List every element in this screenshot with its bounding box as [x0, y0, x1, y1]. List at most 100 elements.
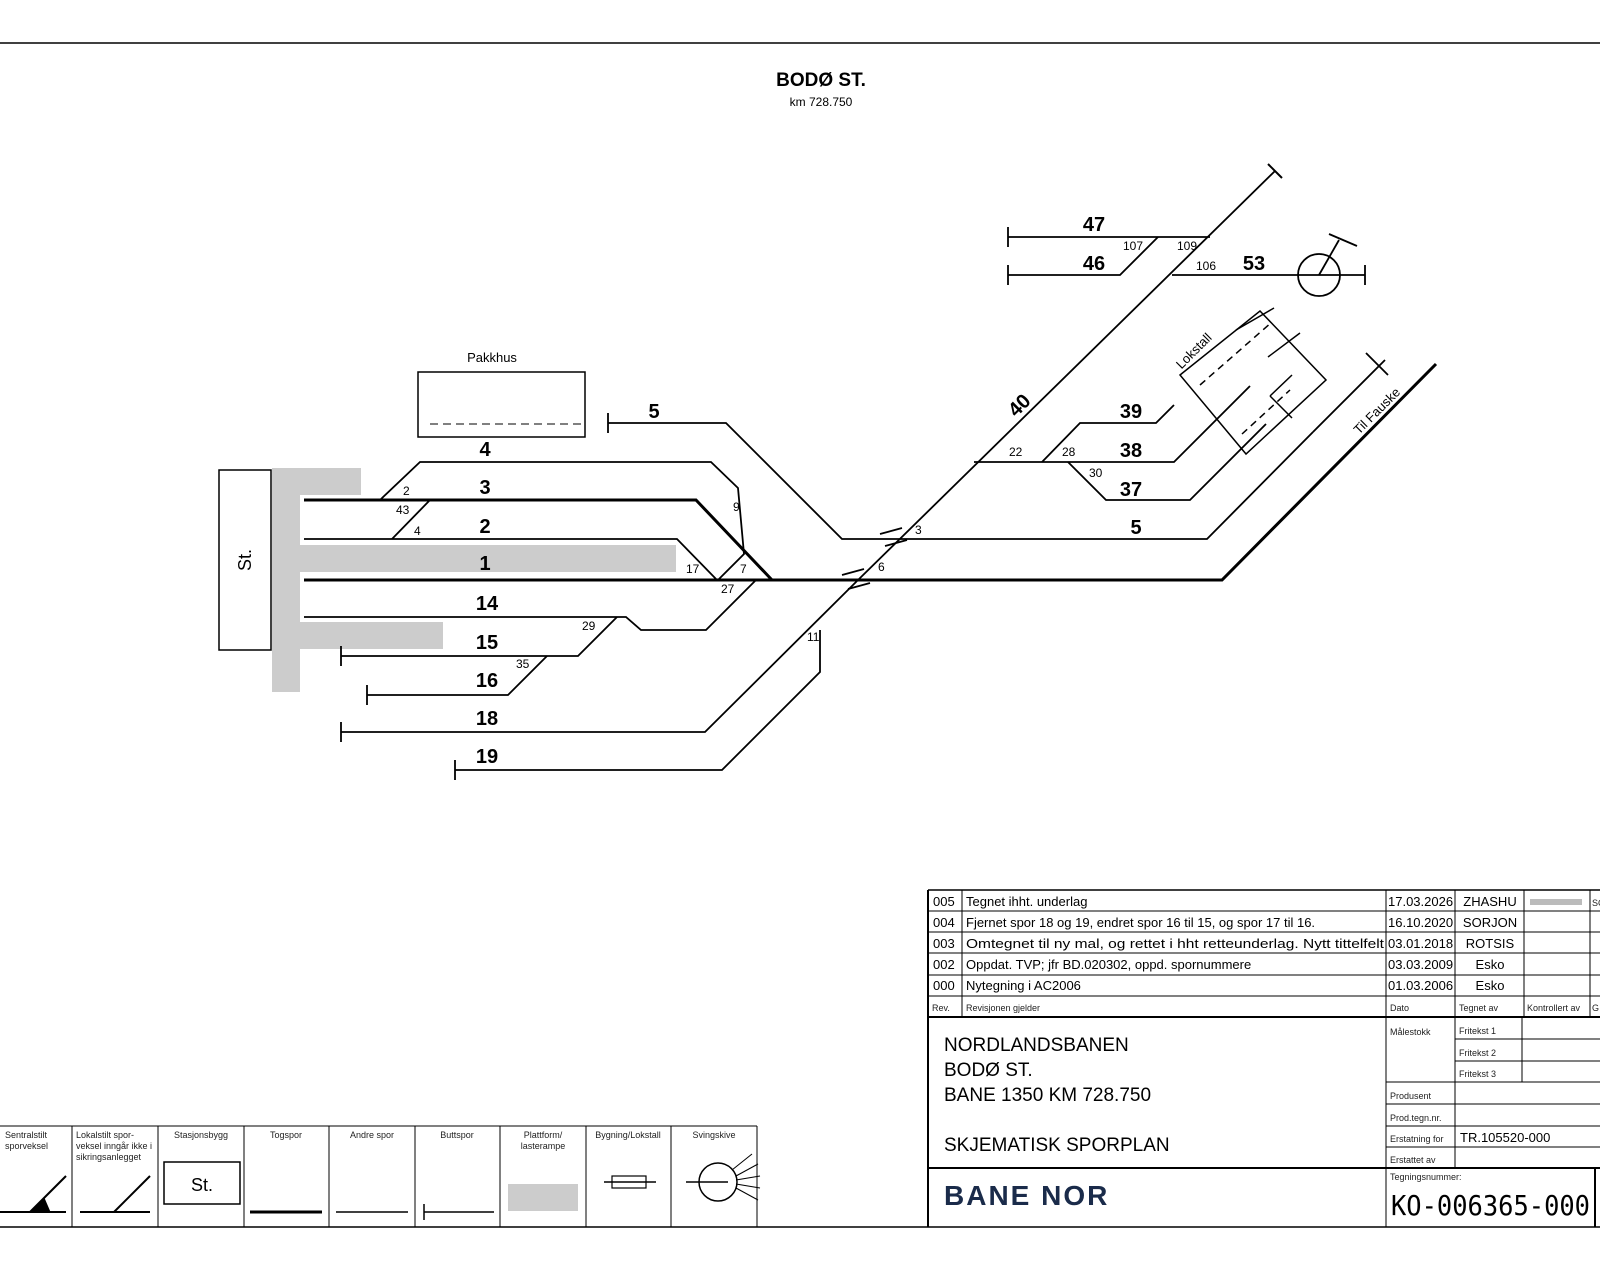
track-label: 5 — [648, 401, 659, 423]
switch-numbers: 2 43 4 9 17 7 27 29 35 11 3 6 22 28 30 1… — [396, 239, 1216, 671]
erstattet-av-label: Erstattet av — [1390, 1155, 1436, 1165]
switch-label: 17 — [686, 562, 700, 576]
switch-label: 9 — [733, 500, 740, 514]
rev-text: Nytegning i AC2006 — [966, 978, 1081, 993]
erstatning-for-value: TR.105520-000 — [1460, 1130, 1550, 1145]
track-15-line — [341, 616, 618, 657]
legend-label: Plattform/lasterampe — [521, 1130, 566, 1151]
track-label: 14 — [476, 593, 499, 615]
switch-label: 22 — [1009, 445, 1023, 459]
central-switch-icon — [0, 1175, 67, 1213]
revision-rows: 005 Tegnet ihht. underlag 17.03.2026 ZHA… — [932, 894, 1600, 1013]
rev-header: Rev. — [932, 1003, 950, 1013]
rev-by: Esko — [1476, 957, 1505, 972]
rev-header: SC — [1592, 898, 1600, 908]
rev-date: 16.10.2020 — [1388, 915, 1453, 930]
switch-label: 7 — [740, 562, 747, 576]
tegningsnummer-value: KO-006365-000 — [1391, 1189, 1590, 1222]
rev-text: Omtegnet til ny mal, og rettet i hht ret… — [966, 936, 1384, 951]
rev-text: Fjernet spor 18 og 19, endret spor 16 ti… — [966, 915, 1315, 930]
track-43-link — [391, 499, 431, 540]
track-2-line — [304, 538, 718, 581]
track-40-line — [857, 170, 1276, 581]
switch-label: 27 — [721, 582, 735, 596]
track-16-line — [367, 655, 548, 696]
switch-label: 2 — [403, 484, 410, 498]
switch-label: 3 — [915, 523, 922, 537]
local-switch-icon — [80, 1175, 151, 1213]
legend-label: Buttspor — [440, 1130, 474, 1140]
track-5-up-end — [1312, 359, 1386, 433]
track-label: 37 — [1120, 479, 1142, 501]
track-label: 40 — [1004, 390, 1035, 421]
fritekst1-label: Fritekst 1 — [1459, 1026, 1496, 1036]
track-19-line — [455, 630, 821, 771]
rev-header: Dato — [1390, 1003, 1409, 1013]
rev-number: 000 — [933, 978, 955, 993]
station-building-label: St. — [235, 549, 255, 571]
track-3-line — [304, 498, 774, 582]
track-5-upper-line — [608, 422, 1314, 540]
title-line4: SKJEMATISK SPORPLAN — [944, 1135, 1170, 1156]
switch-label: 43 — [396, 503, 410, 517]
rev-date: 17.03.2026 — [1388, 894, 1453, 909]
rev-number: 002 — [933, 957, 955, 972]
rev-header: Kontrollert av — [1527, 1003, 1581, 1013]
switch-label: 29 — [582, 619, 596, 633]
rev-by: ZHASHU — [1463, 894, 1516, 909]
legend-label: Bygning/Lokstall — [595, 1130, 661, 1140]
switch-label: 35 — [516, 657, 530, 671]
rev-number: 004 — [933, 915, 955, 930]
track-14-line — [304, 579, 757, 631]
legend-label: Togspor — [270, 1130, 302, 1140]
switch-label: 106 — [1196, 259, 1216, 273]
track-label: 47 — [1083, 214, 1105, 236]
rev-text: Tegnet ihht. underlag — [966, 894, 1087, 909]
rev-text: Oppdat. TVP; jfr BD.020302, oppd. spornu… — [966, 957, 1251, 972]
rev-date: 01.03.2006 — [1388, 978, 1453, 993]
rev-header: G — [1592, 1003, 1599, 1013]
platforms — [272, 468, 676, 692]
track-label: 39 — [1120, 401, 1142, 423]
station-building — [218, 469, 272, 651]
rev-number: 003 — [933, 936, 955, 951]
track-lines — [304, 163, 1438, 780]
track-label: 18 — [476, 708, 498, 730]
pakkhus-building — [417, 371, 586, 438]
building-icon — [604, 1175, 656, 1189]
track-4-line — [379, 461, 745, 581]
rev-by: ROTSIS — [1466, 936, 1515, 951]
switch-label: 11 — [807, 630, 820, 644]
legend-icons — [0, 1153, 761, 1220]
track-label: 15 — [476, 632, 498, 654]
legend-label: Svingskive — [692, 1130, 735, 1140]
track-label: 1 — [479, 553, 490, 575]
title-line1: NORDLANDSBANEN — [944, 1035, 1129, 1056]
rev-by: Esko — [1476, 978, 1505, 993]
track-label: 5 — [1130, 517, 1141, 539]
switch-label: 28 — [1062, 445, 1076, 459]
switch-label: 107 — [1123, 239, 1143, 253]
title-line2: BODØ ST. — [944, 1060, 1033, 1081]
track-label: 4 — [479, 439, 491, 461]
rev-by: SORJON — [1463, 915, 1517, 930]
turntable — [1297, 233, 1358, 297]
track-label: 53 — [1243, 253, 1265, 275]
title-line3: BANE 1350 KM 728.750 — [944, 1085, 1151, 1106]
track-label: 3 — [479, 477, 490, 499]
produsent-label: Produsent — [1390, 1091, 1432, 1101]
platform-icon — [508, 1184, 578, 1211]
pakkhus-label: Pakkhus — [467, 350, 517, 365]
track-label: 19 — [476, 746, 498, 768]
track-label: 38 — [1120, 440, 1142, 462]
station-building-icon — [163, 1161, 241, 1205]
rev-date: 03.01.2018 — [1388, 936, 1453, 951]
station-km: km 728.750 — [790, 95, 853, 109]
turntable-icon — [686, 1153, 761, 1202]
fritekst2-label: Fritekst 2 — [1459, 1048, 1496, 1058]
platform-track-1 — [300, 545, 676, 572]
erstatning-for-label: Erstatning for — [1390, 1134, 1444, 1144]
track-1-line — [304, 362, 1438, 582]
revision-table — [927, 889, 1600, 1227]
